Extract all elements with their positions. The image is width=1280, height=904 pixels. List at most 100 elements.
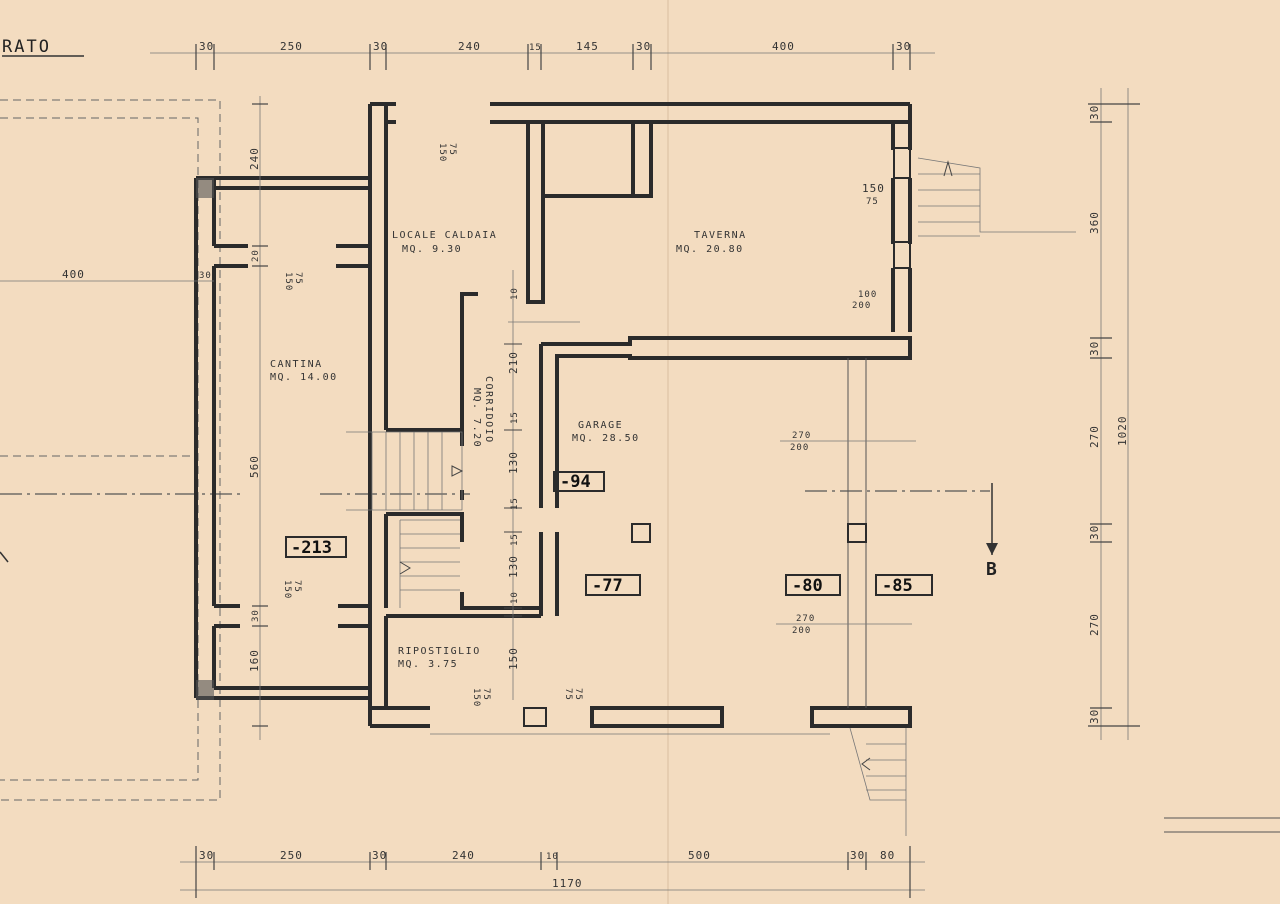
svg-text:-77: -77: [592, 576, 623, 596]
bottom-dim-6: 500: [688, 849, 711, 862]
svg-text:-213: -213: [291, 538, 332, 558]
room-locale-caldaia: LOCALE CALDAIA MQ. 9.30: [392, 230, 496, 255]
top-dim-4: 240: [458, 40, 481, 53]
room-name-garage: GARAGE: [578, 420, 623, 431]
left-dim-400: 400: [62, 268, 85, 281]
room-area-cantina: MQ. 14.00: [270, 372, 338, 383]
corridor-dim-210: 210: [507, 351, 520, 374]
room-taverna: TAVERNA MQ. 20.80: [676, 230, 747, 255]
right-dim-2: 360: [1088, 211, 1101, 234]
corridor-dim-15-c: 15: [510, 533, 520, 546]
room-garage: GARAGE MQ. 28.50: [572, 420, 638, 444]
room-area-corridoio: MQ. 7.20: [471, 388, 482, 448]
top-dim-8: 400: [772, 40, 795, 53]
left-dim-240: 240: [248, 147, 261, 170]
left-vertical-dimensions: 240 20 560 30 160: [248, 96, 268, 740]
right-dim-7: 30: [1088, 709, 1101, 724]
level-box-garage: -77: [585, 574, 641, 596]
corridor-dimension-chain: 10 210 15 130 15 15 130 10 150: [504, 270, 580, 700]
bottom-dimension-chain: 30 250 30 240 10 500 30 80 1170: [180, 846, 925, 898]
level-box-corridoio: -94: [553, 471, 605, 492]
garage-door-top-w: 270: [792, 431, 811, 441]
room-area-locale-caldaia: MQ. 9.30: [402, 244, 462, 255]
bottom-dim-2: 250: [280, 849, 303, 862]
column-garage-left: [631, 523, 651, 543]
garage-door-bottom-w: 270: [796, 614, 815, 624]
level-box-outside: -85: [875, 574, 933, 596]
taverna-door-h: 200: [852, 301, 871, 311]
svg-text:-85: -85: [882, 576, 913, 596]
bottom-dim-1: 30: [199, 849, 214, 862]
bottom-dim-5: 10: [546, 852, 559, 862]
building-walls: [194, 102, 912, 728]
left-dim-20: 20: [251, 249, 261, 262]
svg-text:75: 75: [292, 580, 302, 593]
room-area-ripostiglio: MQ. 3.75: [398, 659, 458, 670]
bottom-dim-4: 240: [452, 849, 475, 862]
top-dim-9: 30: [896, 40, 911, 53]
garage-door-top-h: 200: [790, 443, 809, 453]
top-dim-7: 30: [636, 40, 651, 53]
edge-lines: [1164, 817, 1280, 833]
room-ripostiglio: RIPOSTIGLIO MQ. 3.75: [398, 646, 481, 670]
svg-text:150: 150: [437, 143, 447, 162]
bottom-dim-8: 80: [880, 849, 895, 862]
section-line-b: B: [0, 483, 998, 580]
room-name-corridoio: CORRIDOIO: [483, 376, 494, 444]
room-cantina: CANTINA MQ. 14.00: [270, 359, 338, 383]
neighbour-outline: [0, 99, 221, 801]
top-dim-3: 30: [373, 40, 388, 53]
room-corridoio: CORRIDOIO MQ. 7.20: [471, 376, 494, 448]
section-marker: B: [986, 559, 997, 580]
right-dim-5: 30: [1088, 525, 1101, 540]
right-dim-3: 30: [1088, 341, 1101, 356]
left-horizontal-dimension: 400 30: [0, 268, 214, 282]
level-box-cantina: -213: [285, 536, 347, 558]
right-dimension-chain: 30 360 30 270 30 270 30 1020: [1088, 88, 1140, 740]
top-dim-1: 30: [199, 40, 214, 53]
column-garage-right: [847, 523, 867, 543]
top-dim-6: 145: [576, 40, 599, 53]
svg-text:75: 75: [573, 688, 583, 701]
corridor-dim-130-a: 130: [507, 451, 520, 474]
plan-title: RATO: [2, 37, 51, 57]
right-total-dim: 1020: [1116, 416, 1129, 447]
bottom-dim-3: 30: [372, 849, 387, 862]
room-area-taverna: MQ. 20.80: [676, 244, 744, 255]
left-dim-30: 30: [251, 609, 261, 622]
internal-stair: [346, 431, 464, 608]
taverna-window-w: 150: [862, 182, 885, 195]
top-dim-2: 250: [280, 40, 303, 53]
bottom-dim-7: 30: [850, 849, 865, 862]
top-dim-5: 15: [529, 43, 542, 53]
opening-dimensions: 150 75 150 75 100 200 150 75 150 75 270 …: [282, 143, 916, 735]
bottom-total-dim: 1170: [552, 877, 583, 890]
svg-text:75: 75: [481, 688, 491, 701]
corridor-dim-150: 150: [507, 647, 520, 670]
level-box-garage-right: -80: [785, 574, 841, 596]
svg-text:150: 150: [283, 272, 293, 291]
garage-door-bottom-h: 200: [792, 626, 811, 636]
corridor-dim-10-top: 10: [510, 287, 520, 300]
svg-text:150: 150: [282, 580, 292, 599]
svg-text:75: 75: [563, 688, 573, 701]
room-name-cantina: CANTINA: [270, 359, 323, 370]
right-dim-1: 30: [1088, 105, 1101, 120]
left-dim-160: 160: [248, 649, 261, 672]
corridor-dim-15-a: 15: [510, 411, 520, 424]
room-name-ripostiglio: RIPOSTIGLIO: [398, 646, 481, 657]
corridor-dim-130-b: 130: [507, 555, 520, 578]
external-stair-taverna: [917, 157, 1076, 237]
corridor-dim-10-bottom: 10: [510, 591, 520, 604]
top-dimension-chain: 30 250 30 240 15 145 30 400 30: [150, 40, 935, 70]
left-dim-560: 560: [248, 455, 261, 478]
taverna-door-w: 100: [858, 290, 877, 300]
external-stair-garage: [849, 727, 907, 836]
svg-text:75: 75: [447, 143, 457, 156]
left-wall-dim: 30: [199, 271, 212, 281]
corridor-dim-15-b: 15: [510, 497, 520, 510]
room-name-taverna: TAVERNA: [694, 230, 747, 241]
partial-arrow-mark: [0, 551, 9, 563]
right-dim-4: 270: [1088, 425, 1101, 448]
